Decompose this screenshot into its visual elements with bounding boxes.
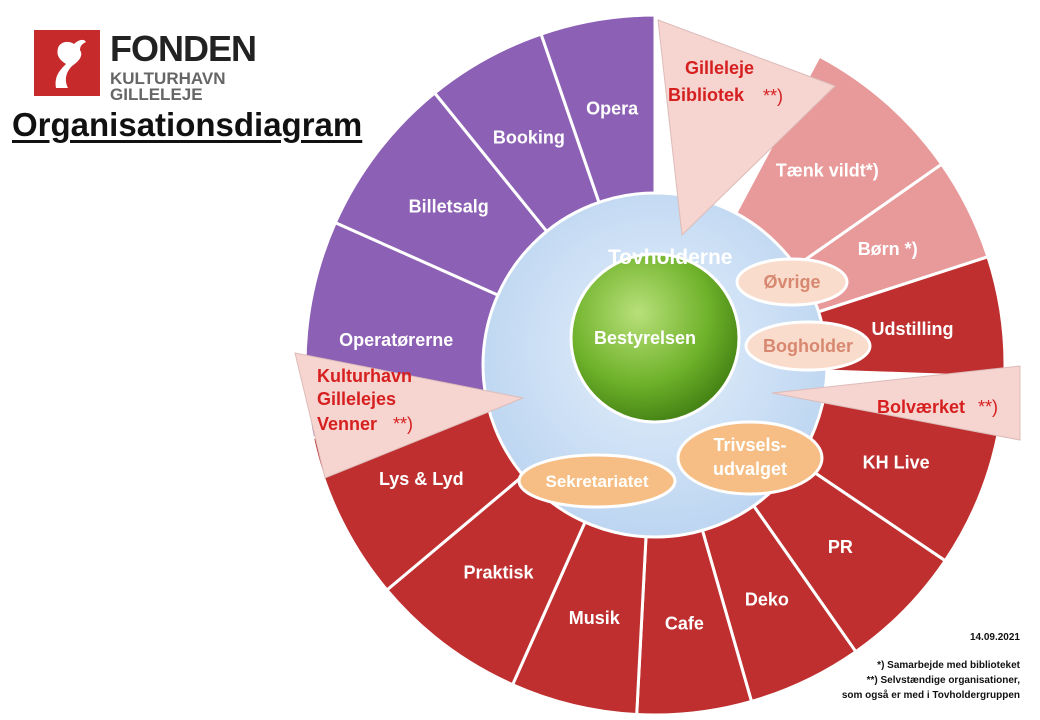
inner-title: Tovholderne — [608, 246, 732, 269]
external-top-line3: **) — [763, 86, 783, 106]
external-left-line2: Gillelejes — [317, 389, 396, 409]
segment-label-operatorerne: Operatørerne — [339, 330, 453, 350]
segment-label-billetsalg: Billetsalg — [409, 197, 489, 217]
external-top-line2: Bibliotek — [668, 85, 745, 105]
segment-label-taenk-vildt: Tænk vildt*) — [776, 160, 879, 180]
pill-trivsels: Trivsels- udvalget — [676, 420, 824, 496]
note-line1: *) Samarbejde med biblioteket — [877, 660, 1020, 671]
external-gilleleje-bibliotek: Gilleleje Bibliotek **) — [657, 19, 836, 237]
logo-line1: KULTURHAVN — [110, 69, 226, 88]
page-title: Organisationsdiagram — [12, 106, 363, 143]
external-right-line1: Bolværket — [877, 397, 965, 417]
segment-label-kh-live: KH Live — [863, 452, 930, 472]
external-left-line3: Venner — [317, 414, 377, 434]
pill-bogholder: Bogholder — [744, 320, 872, 372]
pill-ovrige-label: Øvrige — [763, 272, 820, 292]
center-bestyrelsen — [569, 252, 741, 424]
pill-trivsels-line1: Trivsels- — [713, 435, 786, 455]
external-left-line1: Kulturhavn — [317, 366, 412, 386]
pill-trivsels-line2: udvalget — [713, 459, 787, 479]
note-line3: som også er med i Tovholdergruppen — [841, 690, 1020, 701]
note-line2: **) Selvstændige organisationer, — [866, 675, 1020, 686]
center-label: Bestyrelsen — [594, 328, 696, 348]
seahorse-logo-icon — [34, 30, 100, 96]
segment-label-cafe: Cafe — [665, 613, 704, 633]
external-right-line2: **) — [978, 397, 998, 417]
segment-label-udstilling: Udstilling — [872, 319, 954, 339]
segment-label-praktisk: Praktisk — [463, 563, 534, 583]
external-top-line1: Gilleleje — [685, 58, 754, 78]
external-left-line4: **) — [393, 414, 413, 434]
segment-label-musik: Musik — [569, 608, 621, 628]
pill-bogholder-label: Bogholder — [763, 336, 853, 356]
segment-label-opera: Opera — [586, 99, 639, 119]
segment-label-deko: Deko — [745, 590, 789, 610]
pill-sekretariatet-label: Sekretariatet — [545, 472, 648, 491]
external-kulturhavn-venner: Kulturhavn Gillelejes Venner **) — [294, 352, 525, 479]
fonden-logo: FONDEN KULTURHAVN GILLELEJE — [34, 28, 284, 105]
date-label: 14.09.2021 — [969, 632, 1020, 643]
logo-name: FONDEN — [110, 28, 257, 69]
segment-label-lys-og-lyd: Lys & Lyd — [379, 469, 464, 489]
segment-label-booking: Booking — [493, 128, 565, 148]
logo-line2: GILLELEJE — [110, 85, 203, 104]
pill-ovrige: Øvrige — [735, 257, 849, 307]
segment-label-pr: PR — [828, 537, 853, 557]
segment-label-born: Børn *) — [858, 239, 918, 259]
external-bolvaerket: Bolværket **) — [771, 365, 1021, 441]
pill-sekretariatet: Sekretariatet — [517, 453, 677, 509]
